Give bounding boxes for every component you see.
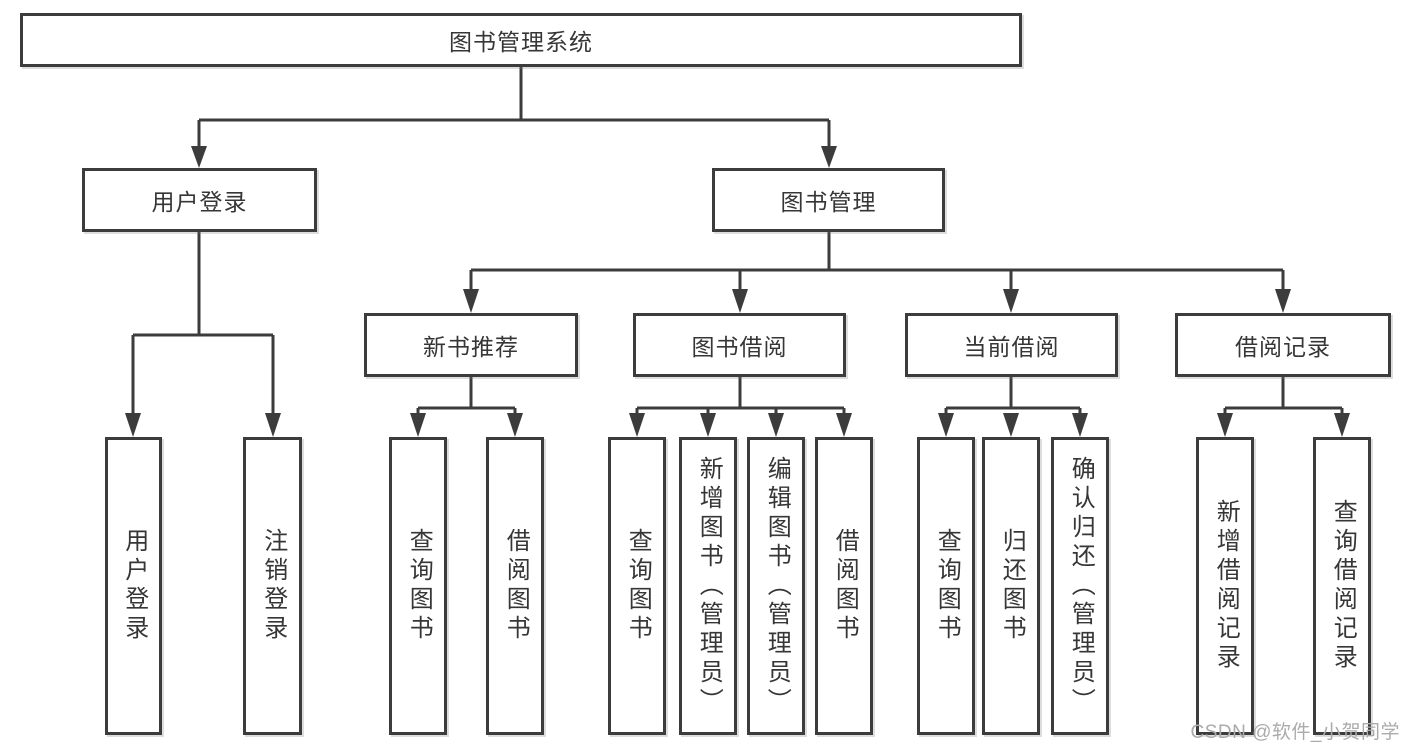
leaf-records-add-record: 新增借阅记录 <box>1196 437 1254 735</box>
csdn-watermark: CSDN @软件_小贺同学 <box>1190 722 1400 743</box>
connector-root-to-level2 <box>191 67 837 168</box>
connector-user-login-to-leaves <box>125 232 281 437</box>
leaf-borrow-borrow-books: 借阅图书 <box>815 437 873 735</box>
leaf-label: 查询图书 <box>624 528 652 644</box>
node-user-login: 用户登录 <box>82 168 317 232</box>
leaf-label: 查询图书 <box>933 528 961 644</box>
leaf-label: 新增图书（管理员） <box>695 455 723 717</box>
node-borrow-records: 借阅记录 <box>1175 313 1391 377</box>
leaf-current-confirm-return-admin: 确认归还（管理员） <box>1051 437 1109 735</box>
connector-book-management-to-level3 <box>463 232 1291 313</box>
leaf-current-query-books: 查询图书 <box>917 437 975 735</box>
leaf-label: 确认归还（管理员） <box>1067 455 1095 717</box>
leaf-borrow-add-books-admin: 新增图书（管理员） <box>679 437 737 735</box>
node-root-system: 图书管理系统 <box>20 13 1022 67</box>
node-current-borrow: 当前借阅 <box>905 313 1118 377</box>
leaf-label: 用户登录 <box>120 528 148 644</box>
leaf-label: 借阅图书 <box>502 528 530 644</box>
leaf-label: 查询借阅记录 <box>1329 499 1357 673</box>
connector-book-borrow-to-leaves <box>629 377 852 437</box>
leaf-label: 归还图书 <box>998 528 1026 644</box>
node-book-management: 图书管理 <box>712 168 945 232</box>
leaf-current-return-books: 归还图书 <box>982 437 1040 735</box>
leaf-newbook-query-books: 查询图书 <box>389 437 447 735</box>
connector-borrow-records-to-leaves <box>1217 377 1350 437</box>
leaf-user-login: 用户登录 <box>105 437 162 735</box>
leaf-label: 编辑图书（管理员） <box>763 455 791 717</box>
node-book-borrow: 图书借阅 <box>633 313 846 377</box>
leaf-label: 新增借阅记录 <box>1212 499 1240 673</box>
leaf-newbook-borrow-books: 借阅图书 <box>486 437 544 735</box>
leaf-records-query-record: 查询借阅记录 <box>1313 437 1371 735</box>
leaf-borrow-query-books: 查询图书 <box>608 437 666 735</box>
connector-current-borrow-to-leaves <box>938 377 1088 437</box>
connector-new-book-to-leaves <box>410 377 523 437</box>
leaf-borrow-edit-books-admin: 编辑图书（管理员） <box>747 437 805 735</box>
leaf-label: 注销登录 <box>259 528 287 644</box>
leaf-label: 借阅图书 <box>831 528 859 644</box>
leaf-label: 查询图书 <box>405 528 433 644</box>
node-new-book-recommend: 新书推荐 <box>364 313 578 377</box>
leaf-logout-login: 注销登录 <box>243 437 302 735</box>
